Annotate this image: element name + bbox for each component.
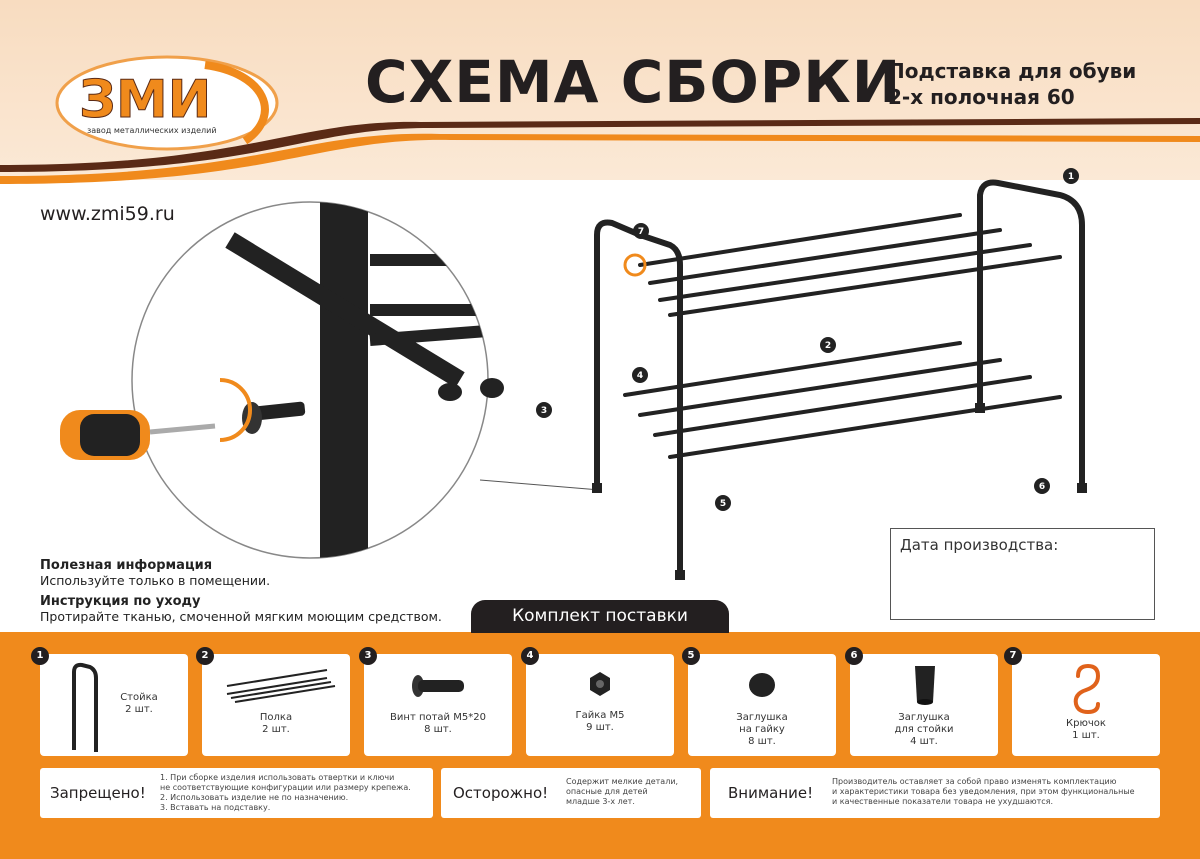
callout-5: 5 bbox=[720, 499, 726, 509]
attention-text: Производитель оставляет за собой право и… bbox=[832, 777, 1135, 806]
useful-info-heading: Полезная информация bbox=[40, 558, 213, 573]
assembly-detail-zoom bbox=[60, 201, 601, 559]
kit-item-1-qty: 2 шт. bbox=[125, 704, 153, 715]
shelf-icon bbox=[226, 669, 336, 703]
caution-text: Содержит мелкие детали, опасные для дете… bbox=[566, 777, 679, 806]
kit-badge-5: 5 bbox=[682, 647, 700, 665]
kit-item-3-name: Винт потай М5*20 bbox=[390, 712, 486, 723]
kit-badge-4: 4 bbox=[521, 647, 539, 665]
care-heading: Инструкция по уходу bbox=[40, 594, 201, 609]
kit-item-6-qty: 4 шт. bbox=[910, 736, 938, 747]
kit-item-3-qty: 8 шт. bbox=[424, 724, 452, 735]
nut-icon bbox=[590, 672, 610, 696]
kit-item-post-cap: Заглушка для стойки 4 шт. bbox=[850, 654, 998, 756]
kit-item-nut-cap: Заглушка на гайку 8 шт. bbox=[688, 654, 836, 756]
production-date-field[interactable]: Дата производства: bbox=[890, 528, 1155, 620]
attention-heading: Внимание! bbox=[728, 784, 814, 802]
kit-item-5-qty: 8 шт. bbox=[748, 736, 776, 747]
useful-info: Полезная информация bbox=[40, 558, 212, 573]
kit-item-2-qty: 2 шт. bbox=[262, 724, 290, 735]
kit-badge-6: 6 bbox=[845, 647, 863, 665]
production-date-label: Дата производства: bbox=[900, 536, 1059, 554]
useful-info-text: Используйте только в помещении. bbox=[40, 573, 271, 588]
subtitle-line-2: 2-х полочная 60 bbox=[888, 85, 1075, 109]
kit-item-nut: Гайка М5 9 шт. bbox=[526, 654, 674, 756]
upright-post-icon bbox=[72, 662, 98, 752]
kit-item-4-name: Гайка М5 bbox=[575, 710, 625, 721]
website-link[interactable]: www.zmi59.ru bbox=[40, 203, 175, 225]
callout-7: 7 bbox=[638, 227, 644, 237]
kit-item-2-name: Полка bbox=[259, 712, 293, 723]
kit-item-shelf: Полка 2 шт. bbox=[202, 654, 350, 756]
exploded-view-diagram: 1 2 3 4 5 6 7 bbox=[536, 168, 1087, 580]
kit-item-6-name: Заглушка для стойки bbox=[894, 712, 954, 735]
callout-3: 3 bbox=[541, 406, 547, 416]
kit-badge-7: 7 bbox=[1004, 647, 1022, 665]
forbidden-heading: Запрещено! bbox=[50, 784, 146, 802]
kit-item-4-qty: 9 шт. bbox=[586, 722, 614, 733]
callout-2: 2 bbox=[825, 341, 831, 351]
kit-item-1-name: Стойка bbox=[120, 692, 158, 703]
company-logo[interactable]: ЗМИ завод металлических изделий bbox=[55, 55, 285, 155]
kit-badge-2: 2 bbox=[196, 647, 214, 665]
caution-heading: Осторожно! bbox=[453, 784, 549, 802]
kit-item-upright: Стойка 2 шт. bbox=[40, 654, 188, 756]
kit-item-hook: Крючок 1 шт. bbox=[1012, 654, 1160, 756]
hook-icon bbox=[1073, 663, 1101, 715]
screw-icon bbox=[412, 675, 464, 697]
page-title: СХЕМА СБОРКИ bbox=[365, 48, 902, 116]
kit-badge-3: 3 bbox=[359, 647, 377, 665]
forbidden-text: 1. При сборке изделия использовать отвер… bbox=[160, 773, 411, 812]
post-cap-icon bbox=[915, 666, 935, 705]
subtitle-line-1: Подставка для обуви bbox=[888, 59, 1137, 83]
product-subtitle: Подставка для обуви 2-х полочная 60 bbox=[888, 58, 1136, 110]
header-swoosh bbox=[0, 118, 1200, 184]
callout-1: 1 bbox=[1068, 172, 1074, 182]
nut-cap-icon bbox=[749, 673, 775, 697]
logo-tagline: завод металлических изделий bbox=[87, 126, 217, 135]
warning-forbidden: Запрещено! 1. При сборке изделия использ… bbox=[40, 768, 433, 818]
warning-caution: Осторожно! Содержит мелкие детали, опасн… bbox=[441, 768, 701, 818]
callout-4: 4 bbox=[637, 371, 643, 381]
warning-attention: Внимание! Производитель оставляет за соб… bbox=[710, 768, 1160, 818]
callout-6: 6 bbox=[1039, 482, 1045, 492]
kit-item-7-qty: 1 шт. bbox=[1072, 730, 1100, 741]
logo-wordmark: ЗМИ bbox=[79, 70, 211, 130]
kit-item-7-name: Крючок bbox=[1066, 718, 1106, 729]
kit-item-screw: Винт потай М5*20 8 шт. bbox=[364, 654, 512, 756]
care-instructions: Инструкция по уходу bbox=[40, 594, 201, 609]
kit-item-5-name: Заглушка на гайку bbox=[736, 712, 788, 735]
kit-badge-1: 1 bbox=[31, 647, 49, 665]
kit-heading: Комплект поставки bbox=[471, 600, 729, 633]
care-text: Протирайте тканью, смоченной мягким моющ… bbox=[40, 609, 442, 624]
